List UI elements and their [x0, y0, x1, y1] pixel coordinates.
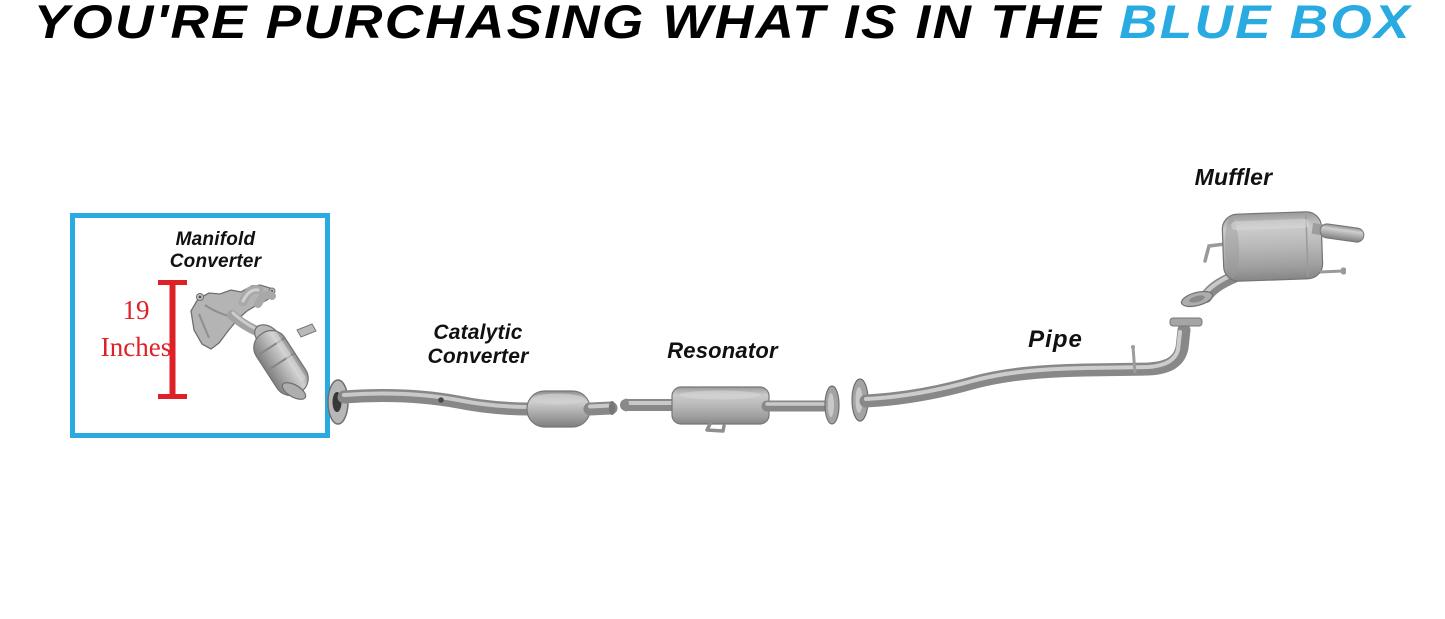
measurement-unit: Inches	[100, 332, 172, 362]
catalytic-label-line1: Catalytic	[433, 321, 523, 344]
catalytic-converter-label: Catalytic Converter	[403, 321, 553, 370]
muffler-label: Muffler	[1194, 164, 1273, 190]
measurement-bar	[158, 280, 187, 399]
title-blue-box-text: BLUE BOX	[1118, 0, 1412, 48]
catalytic-converter-illustration	[327, 379, 618, 428]
manifold-label-line1: Manifold	[175, 229, 256, 250]
catalytic-label-line2: Converter	[427, 345, 529, 369]
manifold-label-line2: Converter	[169, 251, 262, 273]
measurement-value: 19	[122, 295, 150, 325]
measurement-text: 19 Inches	[82, 292, 190, 366]
muffler-illustration	[1180, 211, 1365, 308]
blue-highlight-box	[70, 213, 330, 438]
pipe-illustration	[851, 317, 1203, 422]
pipe-label: Pipe	[1028, 326, 1083, 353]
resonator-label: Resonator	[667, 338, 778, 363]
manifold-converter-illustration	[190, 284, 317, 400]
page-title: YOU'RE PURCHASING WHAT IS IN THE BLUE BOX	[0, 0, 1445, 48]
manifold-converter-label: Manifold Converter	[143, 229, 288, 273]
title-text: YOU'RE PURCHASING WHAT IS IN THE	[33, 0, 1104, 48]
resonator-illustration	[620, 385, 840, 433]
